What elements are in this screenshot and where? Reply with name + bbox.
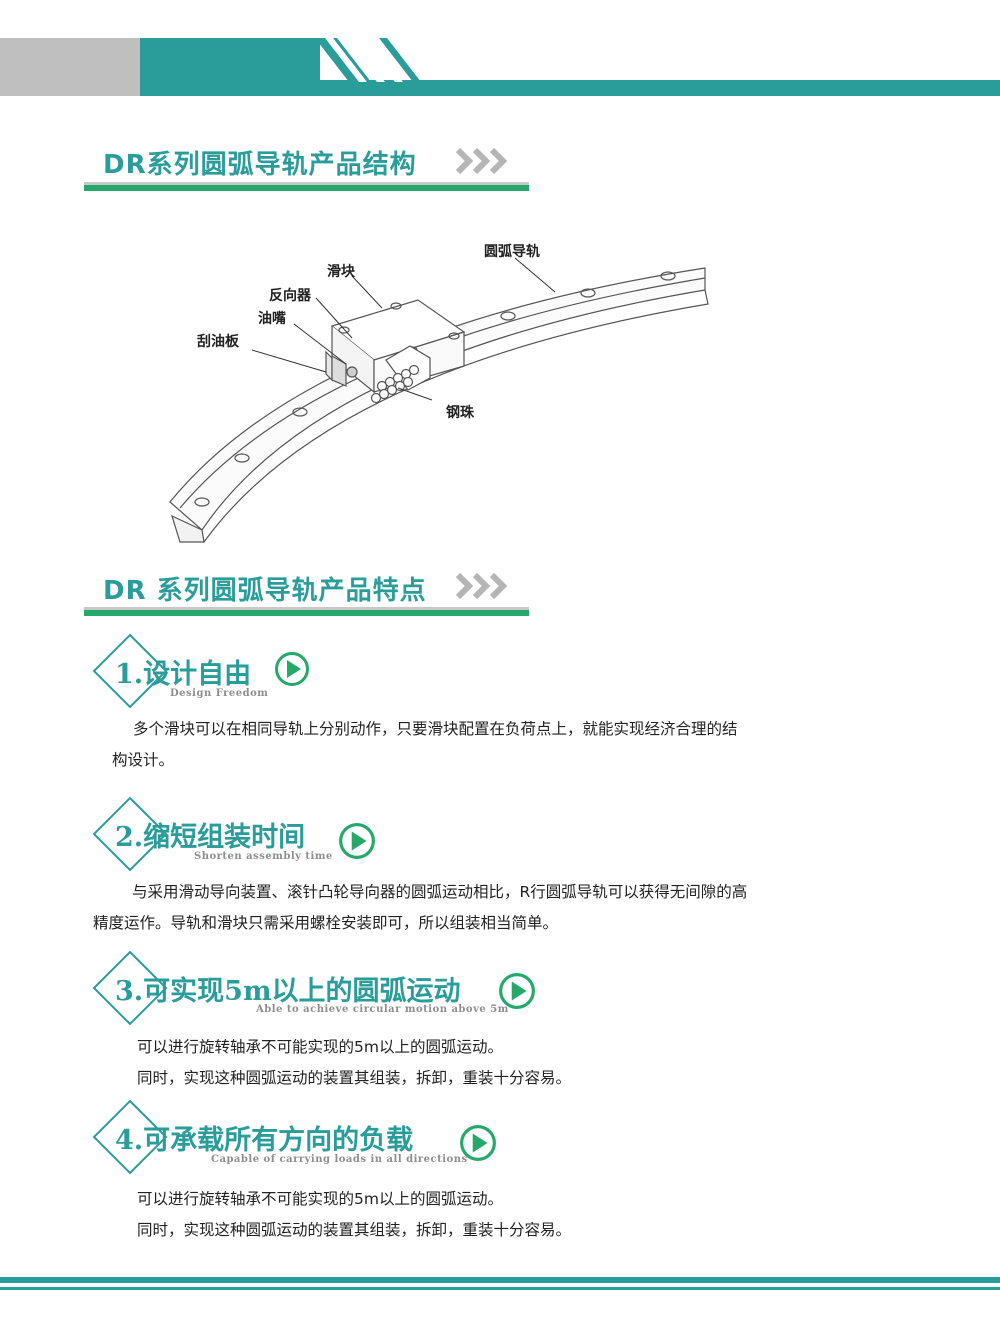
feature-diamond-frame bbox=[92, 633, 168, 709]
footer-teal-thin-line bbox=[0, 1287, 1000, 1290]
section-underline-green bbox=[84, 185, 529, 191]
label-slider: 滑块 bbox=[327, 264, 355, 280]
arc-rail-diagram bbox=[169, 257, 709, 543]
footer-teal-line bbox=[0, 1277, 1000, 1283]
feature-4-line-1: 可以进行旋转轴承不可能实现的5m以上的圆弧运动。 bbox=[137, 1190, 503, 1208]
section-underline-green bbox=[84, 610, 529, 616]
chevrons-icon bbox=[456, 147, 508, 175]
feature-4-subtitle: Capable of carrying loads in all directi… bbox=[211, 1154, 468, 1165]
feature-1-subtitle: Design Freedom bbox=[170, 688, 269, 699]
feature-diamond-frame bbox=[92, 950, 168, 1026]
feature-1-title: 1.设计自由 bbox=[115, 659, 252, 690]
feature-4-line-2: 同时，实现这种圆弧运动的装置其组装，拆卸，重装十分容易。 bbox=[137, 1221, 572, 1239]
label-reverser: 反向器 bbox=[269, 288, 311, 304]
feature-1-line-2: 构设计。 bbox=[112, 751, 175, 769]
feature-2-line-2: 精度运作。导轨和滑块只需采用螺栓安装即可，所以组装相当简单。 bbox=[93, 914, 559, 932]
section-structure-title: DR系列圆弧导轨产品结构 bbox=[103, 150, 417, 180]
feature-3-subtitle: Able to achieve circular motion above 5m bbox=[256, 1004, 509, 1015]
header-teal-line bbox=[140, 80, 1000, 96]
feature-3-line-2: 同时，实现这种圆弧运动的装置其组装，拆卸，重装十分容易。 bbox=[137, 1069, 572, 1087]
feature-diamond-frame bbox=[92, 796, 168, 872]
header-stripes-decoration bbox=[315, 38, 421, 82]
label-ball: 钢珠 bbox=[446, 405, 474, 421]
label-wiper: 刮油板 bbox=[197, 334, 239, 350]
feature-1-line-1: 多个滑块可以在相同导轨上分别动作，只要滑块配置在负荷点上，就能实现经济合理的结 bbox=[133, 720, 738, 738]
feature-3-line-1: 可以进行旋转轴承不可能实现的5m以上的圆弧运动。 bbox=[137, 1038, 503, 1056]
play-circle-icon bbox=[499, 973, 535, 1009]
label-rail: 圆弧导轨 bbox=[484, 244, 540, 260]
play-circle-icon bbox=[339, 823, 375, 859]
section-underline-gray bbox=[84, 607, 529, 610]
play-circle-icon bbox=[460, 1125, 496, 1161]
label-grease-nipple: 油嘴 bbox=[258, 311, 286, 327]
header-gray-block bbox=[0, 38, 140, 96]
feature-diamond-frame bbox=[92, 1099, 168, 1175]
feature-2-subtitle: Shorten assembly time bbox=[194, 851, 333, 862]
feature-4-title: 4.可承载所有方向的负载 bbox=[115, 1125, 414, 1156]
feature-2-line-1: 与采用滑动导向装置、滚针凸轮导向器的圆弧运动相比，R行圆弧导轨可以获得无间隙的高 bbox=[132, 883, 748, 901]
chevrons-icon bbox=[456, 572, 508, 600]
section-features-title: DR 系列圆弧导轨产品特点 bbox=[103, 576, 427, 606]
section-underline-gray bbox=[84, 182, 529, 185]
feature-2-title: 2.缩短组装时间 bbox=[115, 822, 306, 853]
feature-3-title: 3.可实现5m以上的圆弧运动 bbox=[115, 976, 461, 1007]
play-circle-icon bbox=[275, 652, 309, 686]
